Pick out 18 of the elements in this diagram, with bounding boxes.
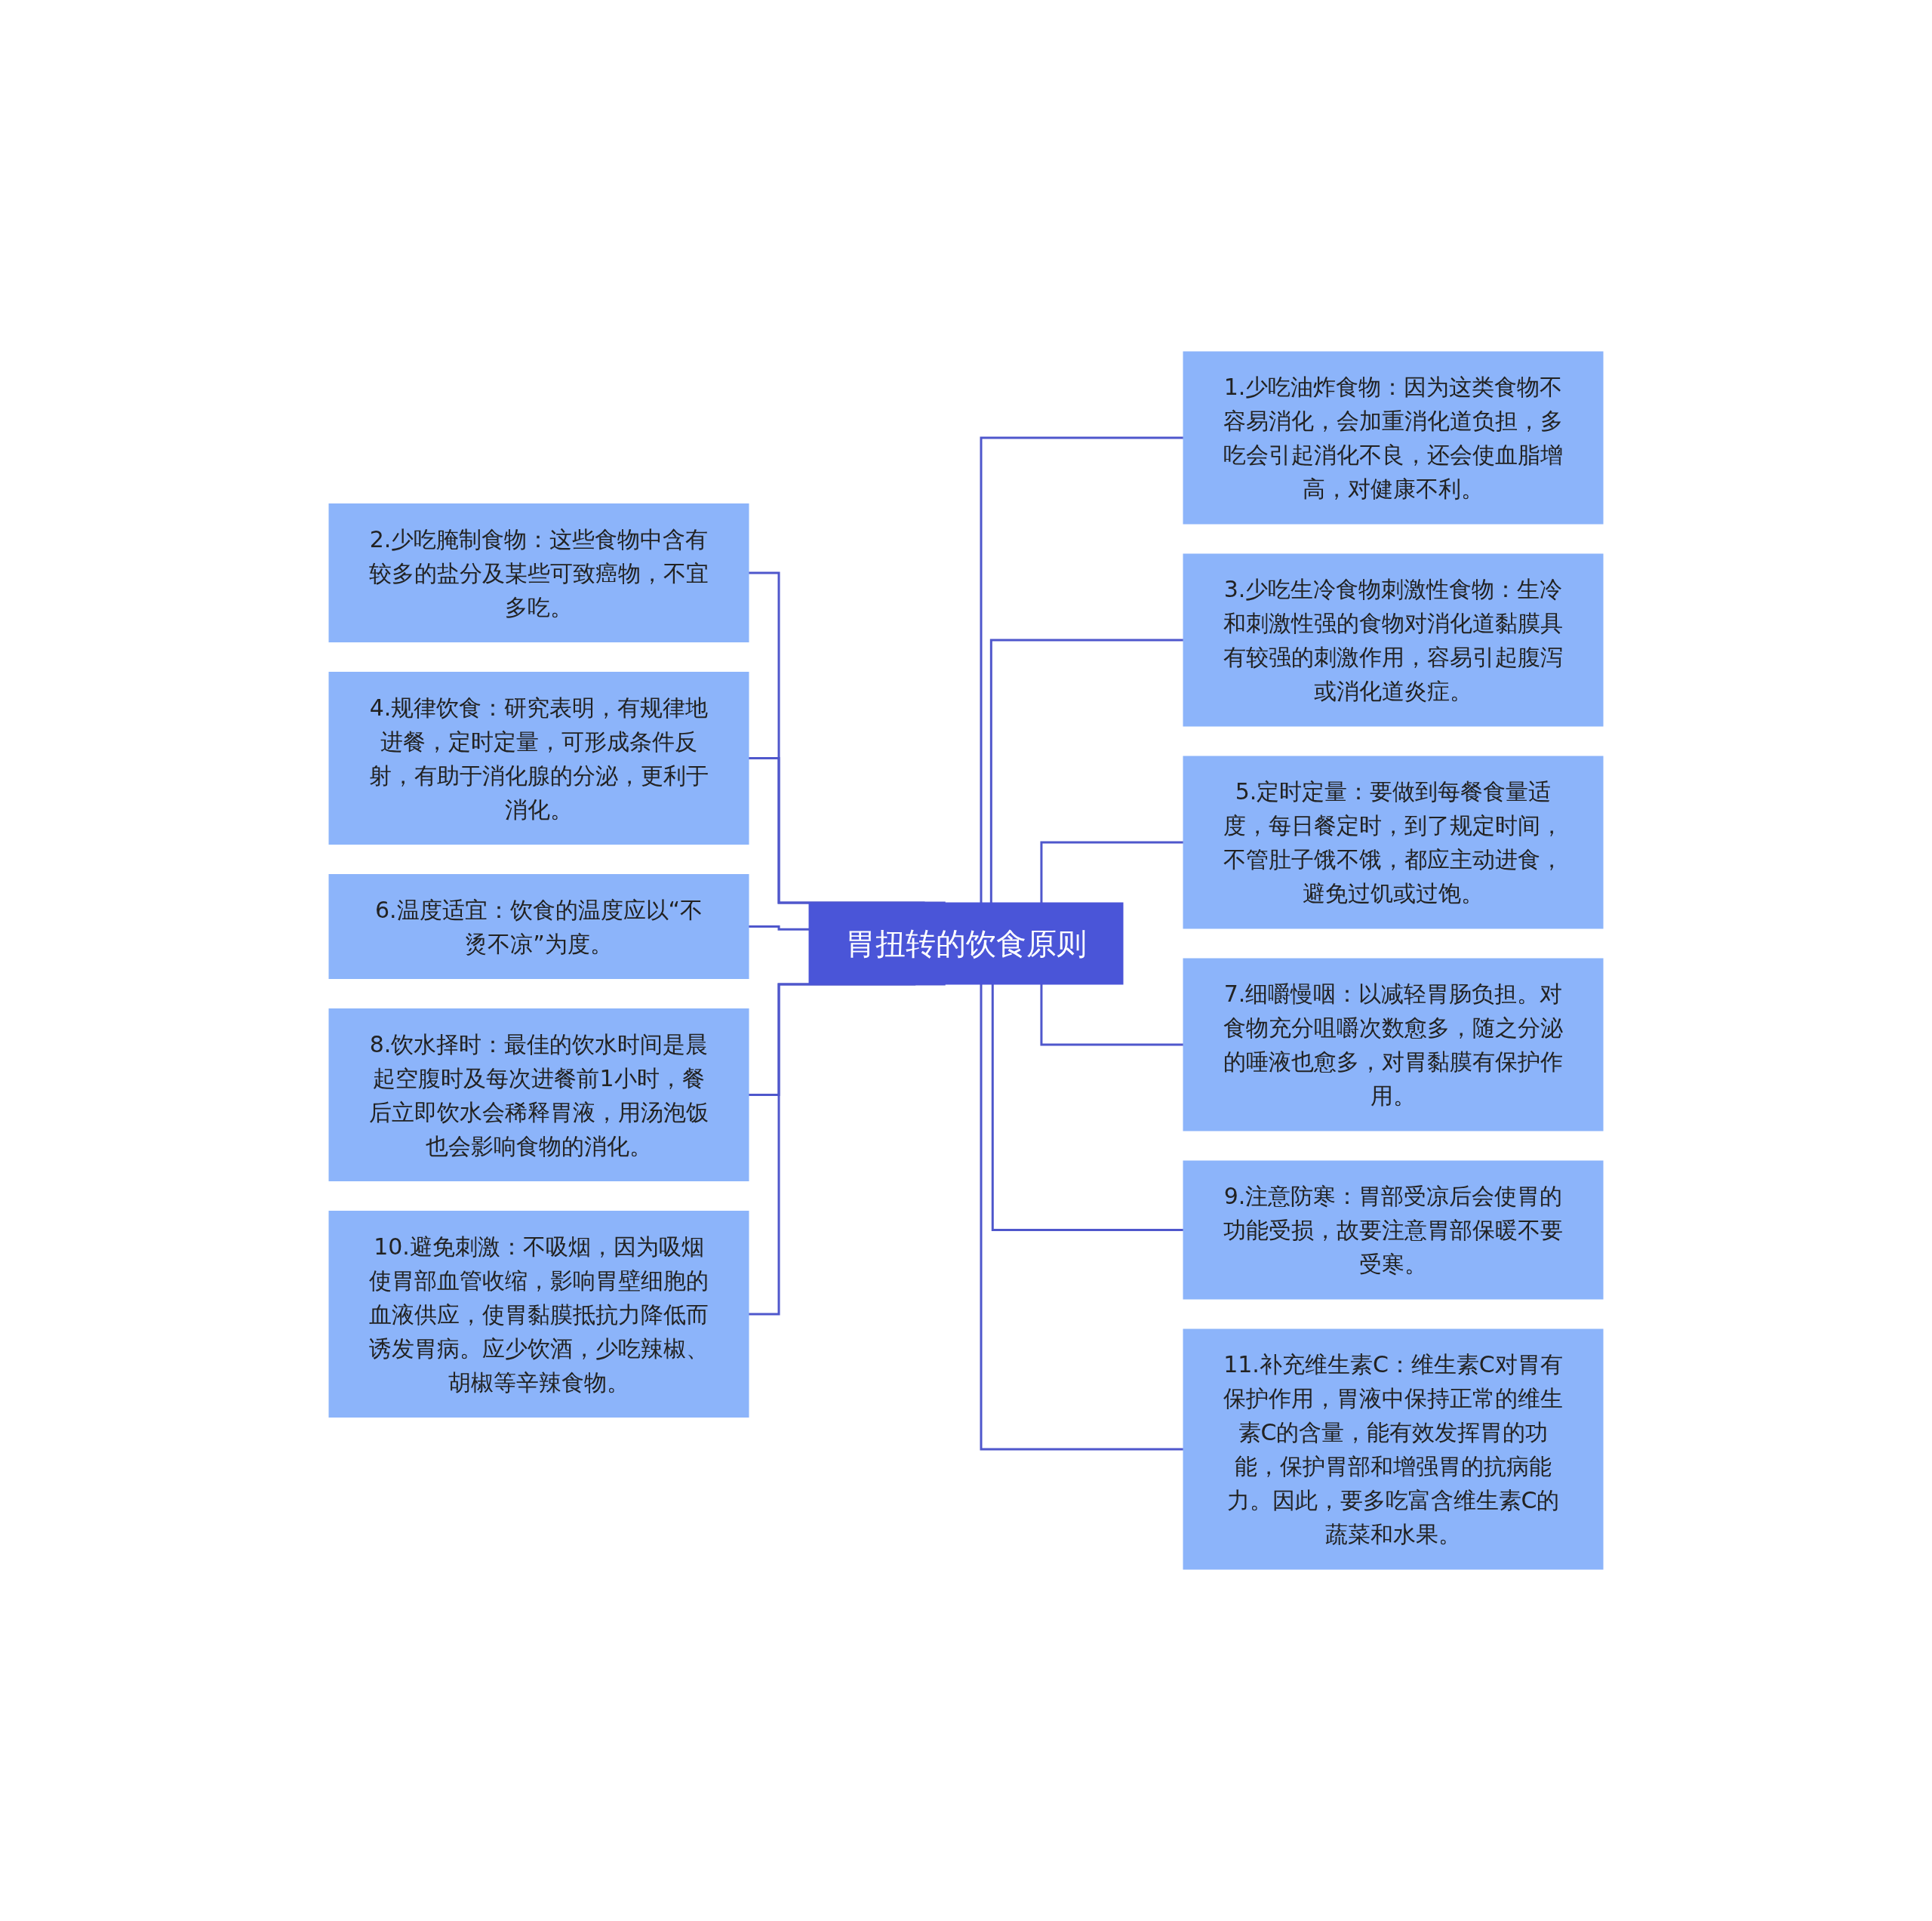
node-box: 4.规律饮食：研究表明，有规律地进餐，定时定量，可形成条件反射，有助于消化腺的分泌，更利于消化。 <box>328 672 749 845</box>
connector <box>991 984 1183 1231</box>
node-box: 5.定时定量：要做到每餐食量适度，每日餐定时，到了规定时间，不管肚子饿不饿，都应主动进食，避免过饥或过饱。 <box>1183 756 1604 929</box>
connector <box>980 984 1183 1451</box>
node-box: 8.饮水择时：最佳的饮水时间是晨起空腹时及每次进餐前1小时，餐后立即饮水会稀释胃液，用汤泡饭也会影响食物的消化。 <box>328 1008 749 1181</box>
node-box: 2.少吃腌制食物：这些食物中含有较多的盐分及某些可致癌物，不宜多吃。 <box>328 503 749 642</box>
node-box: 10.避免刺激：不吸烟，因为吸烟使胃部血管收缩，影响胃壁细胞的血液供应，使胃黏膜抵抗力降低而诱发胃病。应少饮酒，少吃辣椒、胡椒等辛辣食物。 <box>328 1211 749 1418</box>
connector <box>1040 984 1183 1046</box>
node-box: 6.温度适宜：饮食的温度应以“不烫不凉”为度。 <box>328 874 749 979</box>
node-box: 7.细嚼慢咽：以减轻胃肠负担。对食物充分咀嚼次数愈多，随之分泌的唾液也愈多，对胃黏膜有保护作用。 <box>1183 958 1604 1131</box>
connector <box>989 639 1183 903</box>
node-box: 9.注意防寒：胃部受凉后会使胃的功能受损，故要注意胃部保暖不要受寒。 <box>1183 1160 1604 1300</box>
node-box: 11.补充维生素C：维生素C对胃有保护作用，胃液中保持正常的维生素C的含量，能有效发挥胃的功能，保护胃部和增强胃的抗病能力。因此，要多吃富含维生素C的蔬菜和水果。 <box>1183 1328 1604 1570</box>
node-box: 3.少吃生冷食物刺激性食物：生冷和刺激性强的食物对消化道黏膜具有较强的刺激作用，容易引起腹泻或消化道炎症。 <box>1183 553 1604 727</box>
node-box: 1.少吃油炸食物：因为这类食物不容易消化，会加重消化道负担，多吃会引起消化不良，还会使血脂增高，对健康不利。 <box>1183 351 1604 525</box>
connector <box>1040 841 1183 903</box>
connector <box>980 436 1183 903</box>
node-box: 胃扭转的饮食原则 <box>808 902 1124 985</box>
